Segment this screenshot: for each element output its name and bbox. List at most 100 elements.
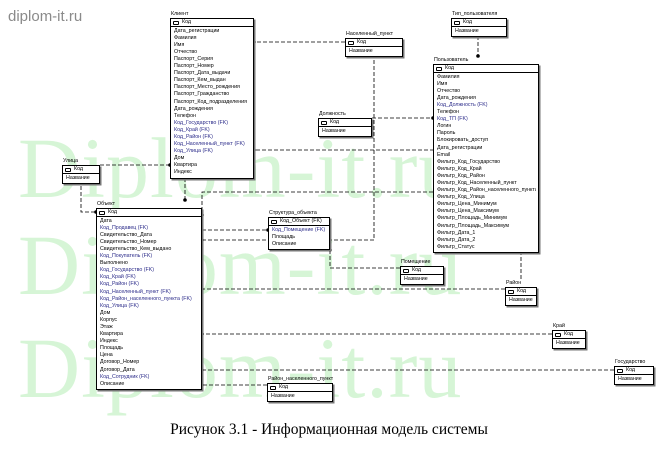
attribute-row: Паспорт_Серия — [174, 55, 213, 62]
attribute-row: Код_Край (FK) — [174, 126, 210, 133]
attribute-row: Цена — [100, 352, 113, 359]
key-icon — [270, 385, 276, 390]
attribute-row: Код_Населенный_пункт (FK) — [174, 141, 245, 148]
key-icon — [436, 66, 442, 71]
key-icon — [454, 20, 460, 25]
entity-title: Населенный_пункт — [346, 31, 394, 37]
primary-key-label: Код — [412, 267, 422, 273]
attribute-row: Код_Край (FK) — [100, 274, 136, 281]
attribute-row: Договор_Номер — [100, 359, 140, 366]
primary-key-row: Код — [171, 19, 253, 28]
attribute-row: Блокировать_доступ — [437, 137, 489, 144]
attribute-row: Название — [618, 375, 642, 382]
primary-key-label: Код — [182, 19, 192, 25]
attribute-row: Фильтр_Статус — [437, 243, 475, 250]
relationship-line — [201, 191, 433, 215]
relationship-end-dot — [476, 54, 480, 58]
entity-title: Район — [506, 280, 522, 286]
primary-key-label: Код — [330, 119, 340, 125]
entity-title: Край — [553, 323, 565, 329]
entity-title: Улица — [63, 158, 79, 164]
site-watermark: diplom-it.ru — [8, 8, 83, 25]
primary-key-row: Код — [452, 19, 506, 28]
primary-key-label: Код — [74, 166, 84, 172]
attribute-row: Код_Район_населенного_пункта (FK) — [100, 295, 192, 302]
attribute-row: Фамилия — [437, 73, 460, 80]
attribute-row: Фильтр_Код_Район_населенного_пункта — [437, 187, 536, 194]
primary-key-row: Код — [506, 288, 536, 297]
key-icon — [321, 120, 327, 125]
attribute-row: Индекс — [100, 338, 118, 345]
primary-key-row: Код — [553, 331, 585, 340]
attribute-row: Код_Продавец (FK) — [100, 224, 149, 231]
attribute-row: Код_Улица (FK) — [100, 302, 139, 309]
attribute-row: Фамилия — [174, 34, 197, 41]
attribute-row: Фильтр_Дата_2 — [437, 236, 476, 243]
key-icon — [173, 20, 179, 25]
attribute-row: Квартира — [100, 331, 123, 338]
primary-key-label: Код — [626, 367, 636, 373]
key-icon — [403, 268, 409, 273]
watermark-text: Diplom-it.ru — [18, 217, 463, 313]
relationship-end-dot — [183, 198, 187, 202]
attribute-row: Код_Сотрудник (FK) — [100, 373, 150, 380]
attribute-row: Паспорт_Номер — [174, 63, 214, 70]
attribute-row: Дата_регистрации — [437, 144, 483, 151]
attribute-row: Телефон — [437, 109, 459, 116]
attribute-row: Код_Населенный_пункт (FK) — [100, 288, 171, 295]
primary-key-row: Код — [615, 367, 653, 376]
attribute-row: Отчество — [174, 48, 198, 55]
entity-box: Код_Объект (FK)Код_Помещение (FK)Площадь… — [268, 217, 330, 250]
primary-key-row: Код — [401, 267, 443, 276]
attribute-row: Телефон — [174, 112, 196, 119]
primary-key-label: Код — [279, 384, 289, 390]
attribute-row: Название — [271, 392, 295, 399]
attribute-row: Код_Покупатель (FK) — [100, 253, 153, 260]
attribute-row: Название — [509, 296, 533, 303]
attribute-list: Название — [615, 375, 653, 384]
attribute-row: Фильтр_Код_Район — [437, 172, 485, 179]
attribute-row: Фильтр_Цена_Максимум — [437, 208, 499, 215]
attribute-list: Название — [553, 339, 585, 348]
primary-key-row: Код — [97, 209, 201, 218]
attribute-row: Код_Государство (FK) — [100, 267, 155, 274]
attribute-row: Код_Район (FK) — [174, 134, 213, 140]
entity-title: Структура_объекта — [269, 210, 317, 216]
attribute-row: Фильтр_Цена_Минимум — [437, 201, 497, 208]
attribute-row: Выполнено — [100, 260, 128, 267]
primary-key-label: Код — [463, 19, 473, 25]
primary-key-row: Код_Объект (FK) — [269, 218, 329, 227]
key-icon — [99, 210, 105, 215]
attribute-list: Название — [63, 174, 99, 183]
attribute-row: Код_Улица (FK) — [174, 148, 213, 155]
watermark-text: Diplom-it.ru — [18, 320, 463, 416]
attribute-row: Свидетельство_Кем_выдано — [100, 245, 172, 252]
attribute-row: Свидетельство_Дата — [100, 231, 152, 238]
attribute-row: Договор_Дата — [100, 366, 135, 373]
entity-title: Объект — [97, 201, 116, 207]
attribute-row: Описание — [272, 240, 297, 247]
attribute-list: Название — [401, 275, 443, 284]
attribute-row: Дата_рождения — [437, 94, 476, 101]
primary-key-label: Код — [517, 288, 527, 294]
primary-key-label: Код — [108, 209, 118, 215]
attribute-row: Фильтр_Дата_1 — [437, 229, 476, 236]
attribute-row: Паспорт_Кем_выдан — [174, 77, 226, 84]
entity-title: Должность — [319, 111, 346, 117]
attribute-row: Фильтр_Код_Населенный_пункт — [437, 180, 517, 186]
